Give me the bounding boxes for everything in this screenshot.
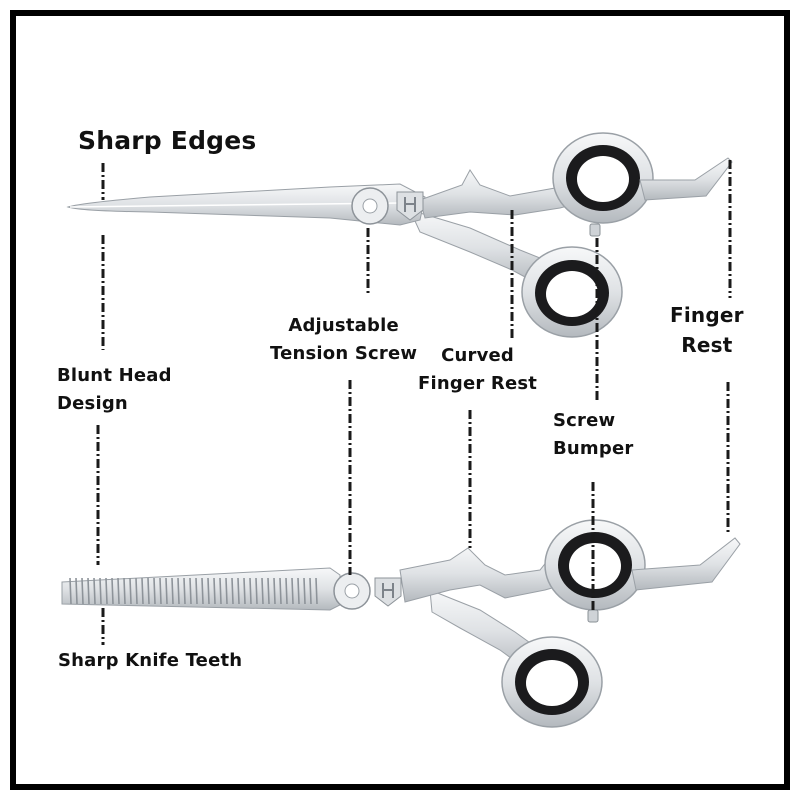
- blade-tooth: [195, 577, 198, 605]
- blade-tooth: [69, 577, 72, 605]
- finger-rest-tang: [639, 157, 733, 201]
- label-finger-rest-line2: Rest: [681, 333, 733, 357]
- blade-tooth: [291, 577, 294, 605]
- label-adjustable-line1: Adjustable: [288, 315, 399, 336]
- blade-tooth: [201, 577, 204, 605]
- blade-tooth: [171, 577, 174, 605]
- blade-tooth: [219, 577, 222, 605]
- upper-finger-ring: [552, 132, 654, 224]
- label-screw-bumper-line1: Screw: [553, 410, 616, 431]
- label-curved-line2: Finger Rest: [418, 373, 538, 394]
- blade-tooth: [87, 577, 90, 605]
- thinning-shears: [61, 519, 741, 728]
- label-adjustable-line2: Tension Screw: [270, 343, 418, 364]
- blade-tooth: [189, 577, 192, 605]
- blade-tooth: [99, 577, 102, 605]
- blade-tooth: [165, 577, 168, 605]
- screw-bumper-thinning: [587, 609, 599, 623]
- blade-tooth: [183, 577, 186, 605]
- label-screw-bumper-line2: Bumper: [553, 438, 634, 459]
- label-curved-finger-rest: Curved Finger Rest: [418, 342, 537, 398]
- lower-finger-ring: [521, 246, 623, 338]
- blade-tooth: [75, 577, 78, 605]
- blade-tooth: [231, 577, 234, 605]
- lower-finger-ring-thinning: [501, 636, 603, 728]
- blade-tooth: [141, 577, 144, 605]
- label-sharp-knife-teeth: Sharp Knife Teeth: [58, 647, 242, 675]
- label-blunt-line2: Design: [57, 393, 128, 414]
- blade-tooth: [213, 577, 216, 605]
- tension-screw-thinning: [333, 572, 371, 610]
- label-sharp-edges-text: Sharp Edges: [78, 126, 257, 155]
- blade-tooth: [273, 577, 276, 605]
- blade-tooth: [243, 577, 246, 605]
- blade-tooth: [153, 577, 156, 605]
- label-sharp-edges: Sharp Edges: [78, 125, 257, 157]
- tension-screw: [351, 187, 389, 225]
- label-finger-rest-line1: Finger: [670, 303, 744, 327]
- picture-frame: [10, 10, 790, 790]
- blade-tooth: [237, 577, 240, 605]
- blade-tooth: [267, 577, 270, 605]
- blade-teeth: [69, 577, 318, 605]
- label-adjustable-tension-screw: Adjustable Tension Screw: [270, 312, 417, 368]
- brand-logo-icon-thinning: [374, 577, 402, 607]
- upper-finger-ring-thinning: [544, 519, 646, 611]
- blade-tooth: [279, 577, 282, 605]
- cutting-shears: [66, 132, 733, 338]
- label-blunt-line1: Blunt Head: [57, 365, 172, 386]
- brand-logo-icon: [396, 191, 424, 221]
- blade-tooth: [285, 577, 288, 605]
- blade-tooth: [147, 577, 150, 605]
- label-curved-line1: Curved: [441, 345, 515, 366]
- blade-tooth: [105, 577, 108, 605]
- blade-tooth: [261, 577, 264, 605]
- leader-lines: [96, 160, 732, 645]
- blade-tooth: [177, 577, 180, 605]
- blade-tooth: [111, 577, 114, 605]
- blade-tooth: [303, 577, 306, 605]
- blade-tooth: [249, 577, 252, 605]
- blade-tooth: [309, 577, 312, 605]
- label-sharp-knife-teeth-text: Sharp Knife Teeth: [58, 650, 243, 671]
- blade-tooth: [129, 577, 132, 605]
- blade-tooth: [159, 577, 162, 605]
- screw-bumper: [589, 223, 601, 237]
- blade-tooth: [81, 577, 84, 605]
- label-blunt-head-design: Blunt Head Design: [57, 362, 172, 418]
- blade-tooth: [93, 577, 96, 605]
- label-finger-rest: Finger Rest: [670, 300, 744, 360]
- blade-tooth: [225, 577, 228, 605]
- label-screw-bumper: Screw Bumper: [553, 407, 633, 463]
- blade-tooth: [117, 577, 120, 605]
- blade-tooth: [315, 577, 318, 605]
- blade-tooth: [297, 577, 300, 605]
- blade-tooth: [135, 577, 138, 605]
- finger-rest-tang-thinning: [631, 537, 741, 591]
- blade-tooth: [207, 577, 210, 605]
- blade-tooth: [123, 577, 126, 605]
- blade-tooth: [255, 577, 258, 605]
